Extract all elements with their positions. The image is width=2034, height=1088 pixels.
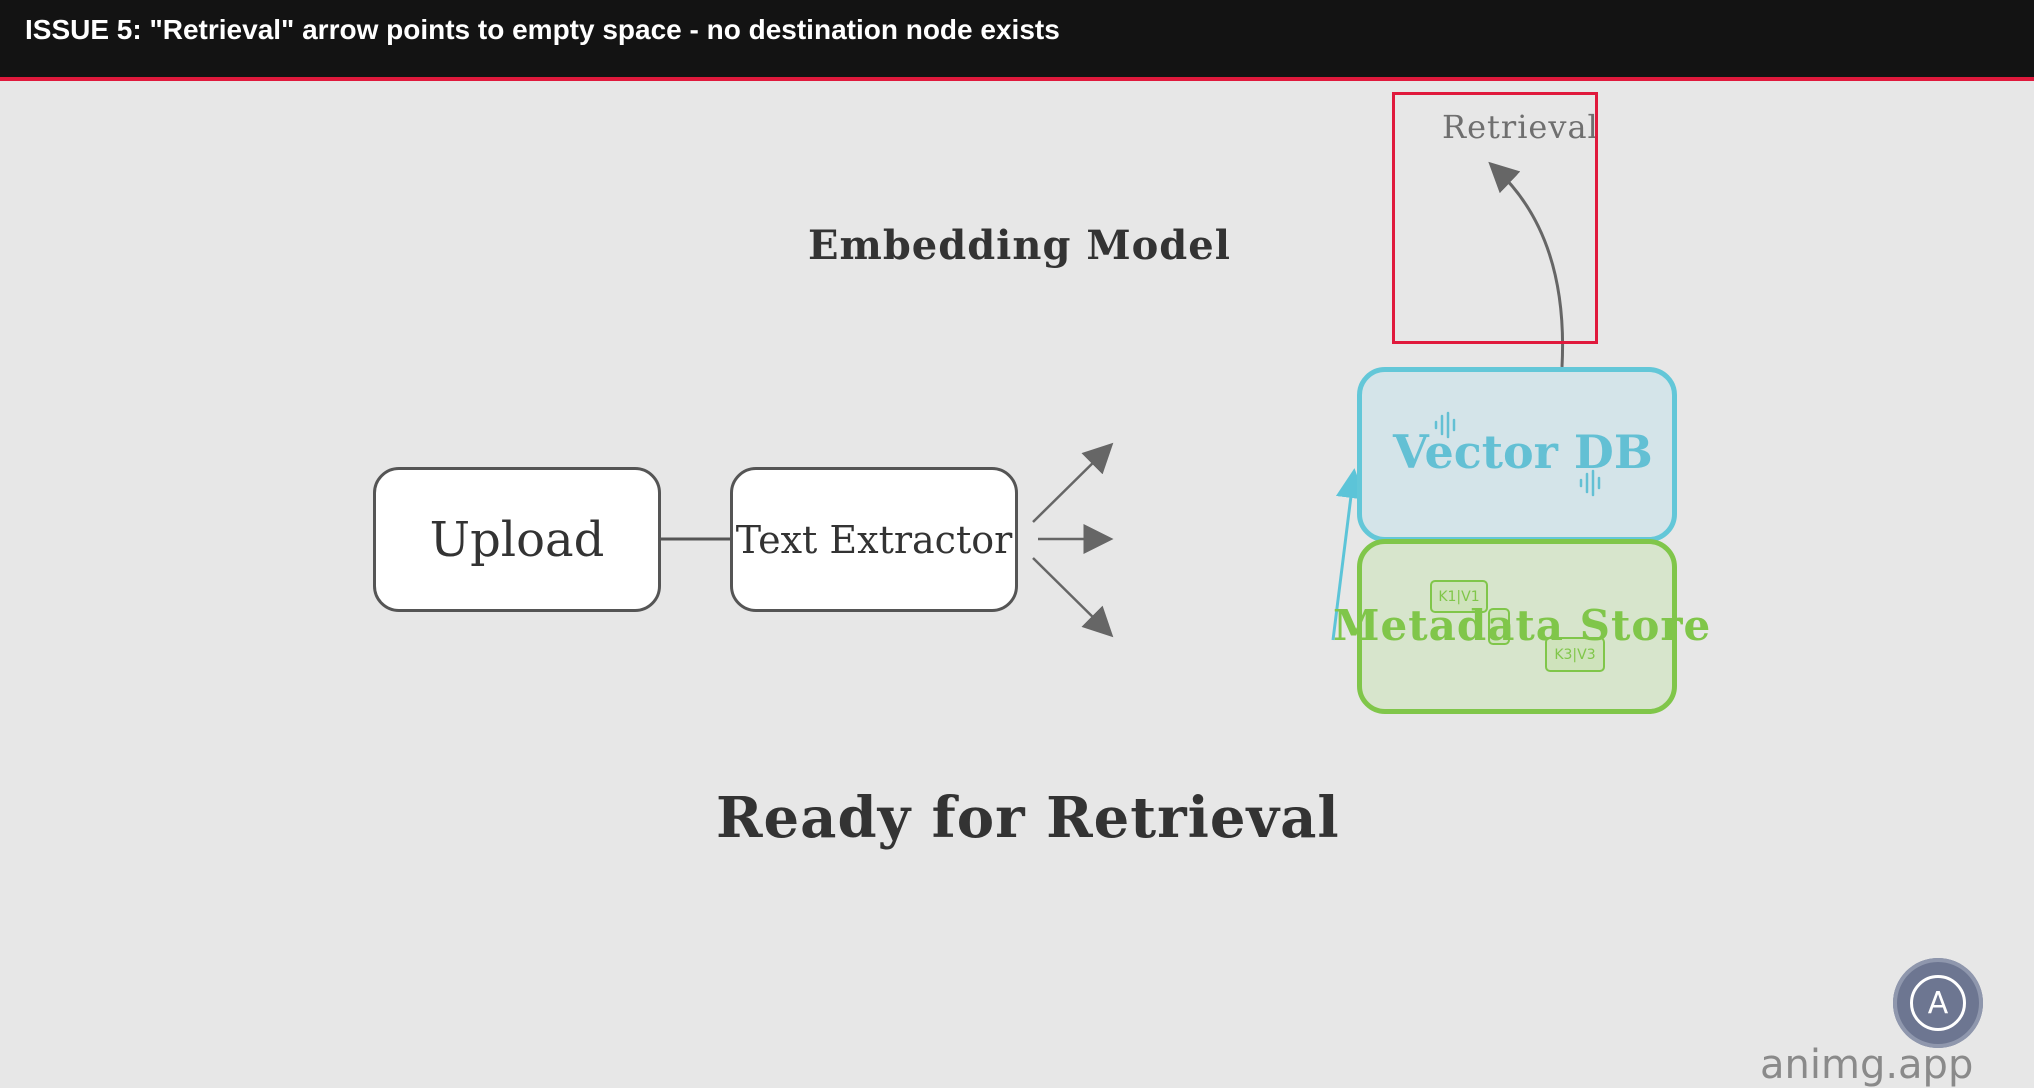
vector-db-node [1357,367,1677,542]
kv-chip [1488,608,1510,645]
watermark-text: animg.app [1760,1042,1974,1088]
issue-banner-text: ISSUE 5: "Retrieval" arrow points to emp… [25,14,1060,45]
issue-highlight-box [1392,92,1598,344]
kv-chip: K1|V1 [1430,580,1488,613]
metadata-store-node [1357,539,1677,714]
ready-for-retrieval-title: Ready for Retrieval [716,785,1340,851]
waveform-icon [1434,411,1456,439]
kv-chip: K3|V3 [1545,637,1605,672]
text-extractor-node: Text Extractor [730,467,1018,612]
text-extractor-node-label: Text Extractor [735,517,1013,562]
metadata-to-vector-arrow [1331,468,1366,641]
fanout-arrow-down [1032,557,1114,638]
vector-db-label: Vector DB [1393,425,1653,479]
animg-logo-icon[interactable]: A [1893,958,1983,1048]
embedding-model-title: Embedding Model [808,222,1231,269]
issue-banner: ISSUE 5: "Retrieval" arrow points to emp… [0,0,2034,81]
upload-node-label: Upload [429,511,605,568]
retrieval-label: Retrieval [1442,108,1599,146]
fanout-arrow-up [1032,442,1114,523]
retrieval-arrow [1488,161,1565,368]
metadata-store-label: Metadata Store [1333,601,1712,650]
upload-node: Upload [373,467,661,612]
waveform-icon [1579,469,1601,497]
logo-letter: A [1910,975,1966,1031]
